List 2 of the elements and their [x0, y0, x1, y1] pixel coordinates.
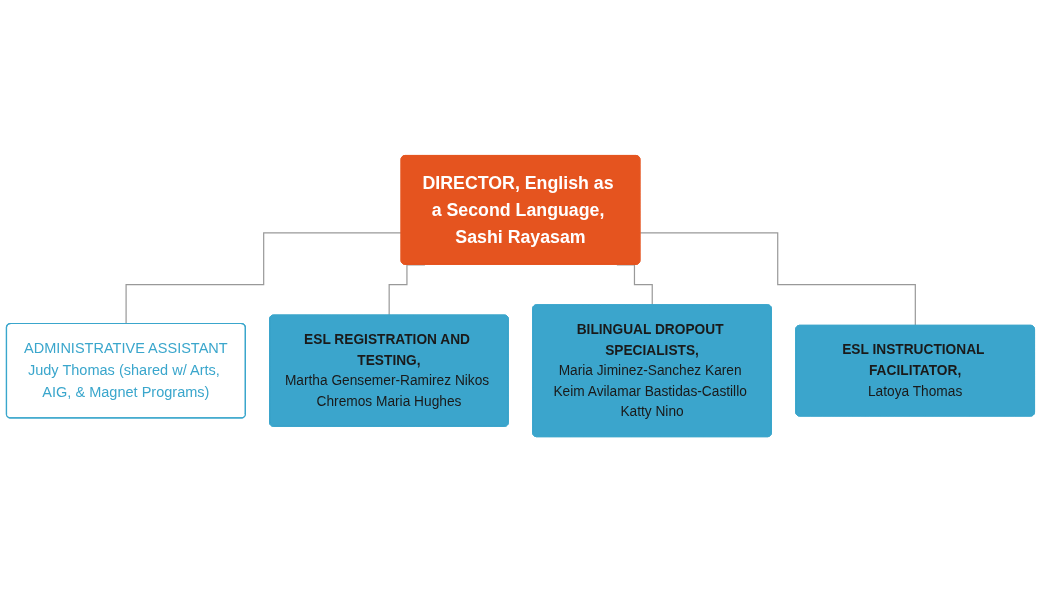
connector — [125, 232, 403, 325]
connector — [639, 232, 917, 327]
